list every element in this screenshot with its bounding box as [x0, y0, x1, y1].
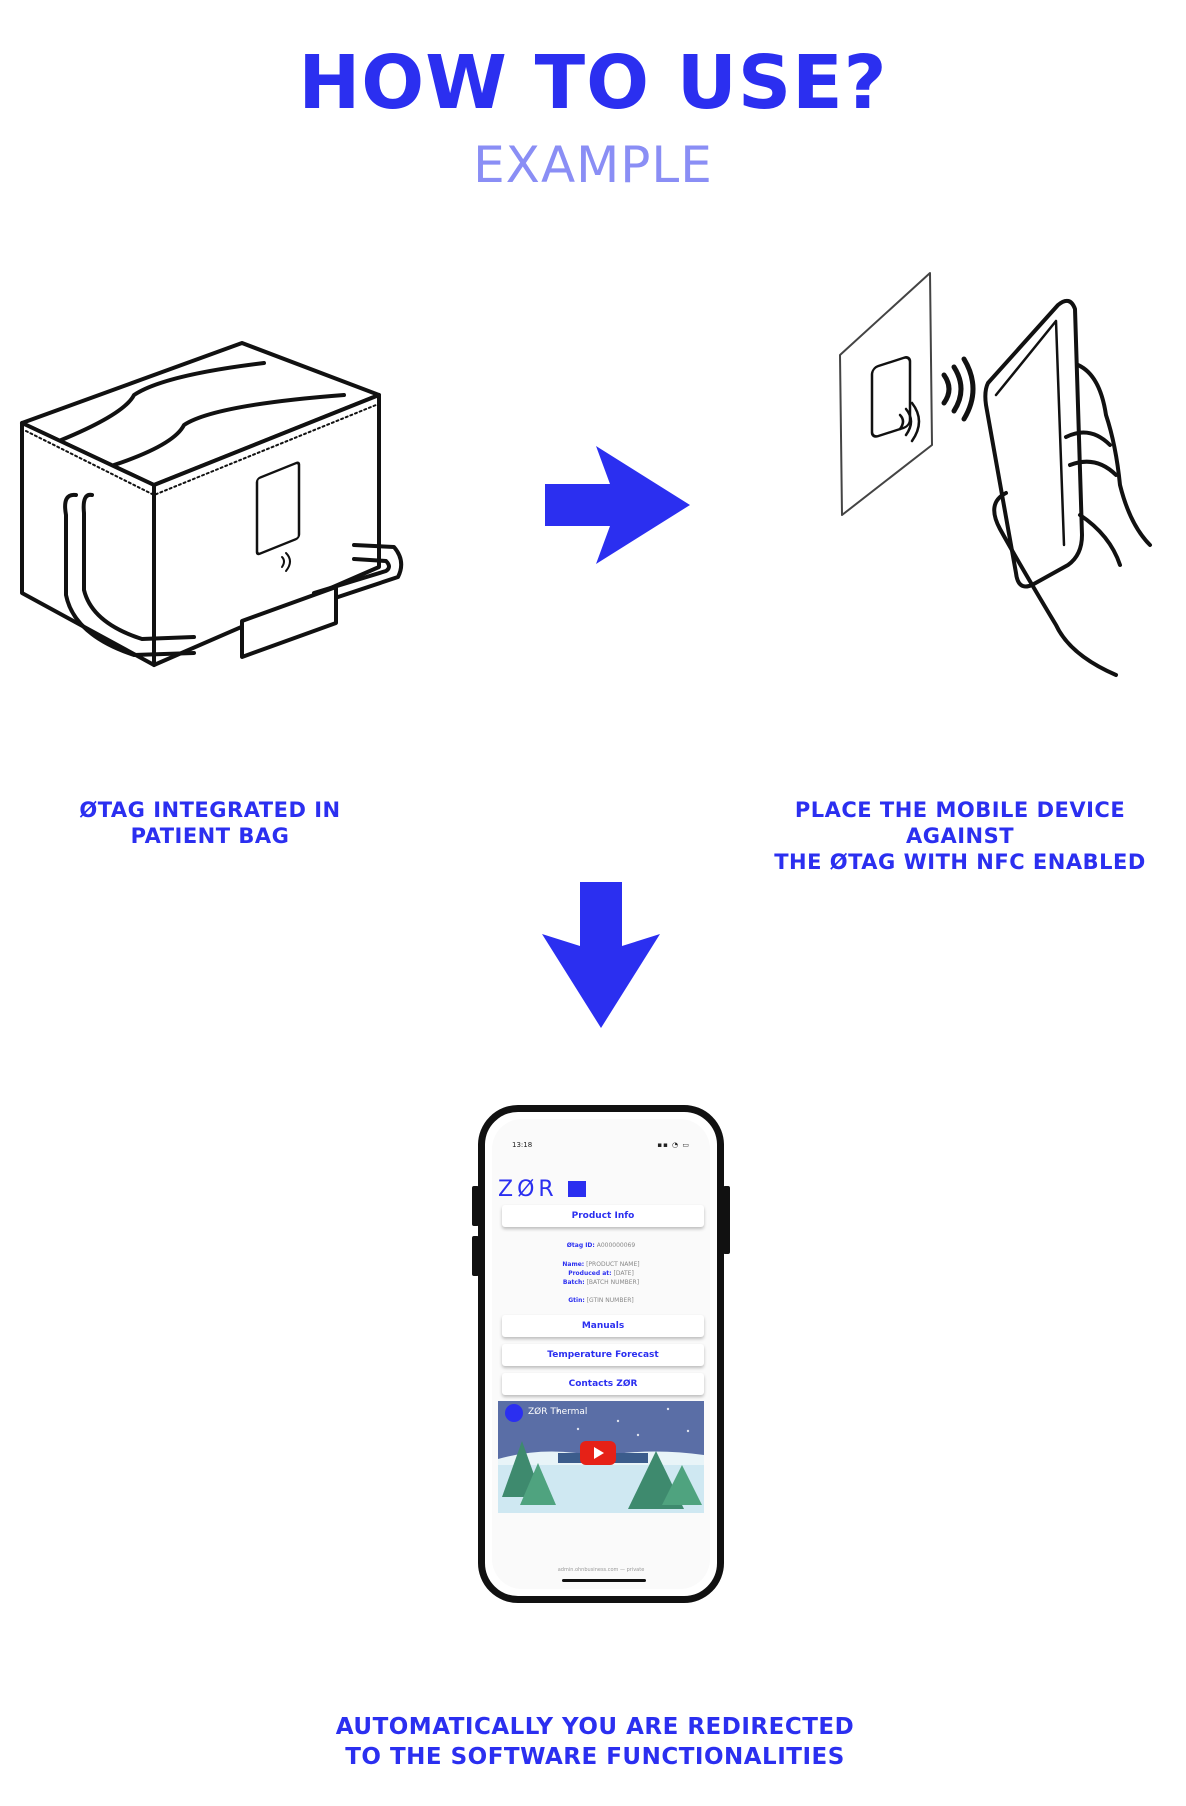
zor-logo-square [568, 1181, 586, 1197]
video-scene-illustration [498, 1401, 704, 1513]
smartphone-mockup: 13:18 ▪▪ ◔ ▭ ZØR Product Info Øtag ID: A… [478, 1105, 724, 1603]
arrow-down-icon [542, 882, 660, 1028]
step1-caption: ØTAG INTEGRATED IN PATIENT BAG [60, 797, 360, 849]
step2-caption: PLACE THE MOBILE DEVICE AGAINST THE ØTAG… [740, 797, 1180, 875]
video-title: ZØR Thermal [528, 1407, 588, 1417]
step1-caption-line1: ØTAG INTEGRATED IN [79, 798, 341, 822]
phone-side-button [472, 1186, 479, 1226]
phone-tap-illustration [839, 272, 1152, 677]
gtin-row: Gtin: [GTIN NUMBER] [568, 1297, 634, 1304]
step3-caption: AUTOMATICALLY YOU ARE REDIRECTED TO THE … [290, 1712, 900, 1772]
patient-bag-illustration [20, 341, 404, 667]
status-icons: ▪▪ ◔ ▭ [657, 1141, 690, 1149]
phone-side-button [723, 1186, 730, 1254]
arrow-right-icon [545, 446, 690, 564]
page-title: HOW TO USE? [298, 40, 888, 126]
product-info-button[interactable]: Product Info [502, 1205, 704, 1227]
step1-caption-line2: PATIENT BAG [130, 824, 290, 848]
manuals-button[interactable]: Manuals [502, 1315, 704, 1337]
browser-url-bar[interactable]: admin.ohnbusiness.com — private [557, 1567, 645, 1573]
home-indicator [562, 1579, 646, 1582]
zor-logo: ZØR [498, 1177, 558, 1202]
step2-caption-line1: PLACE THE MOBILE DEVICE AGAINST [794, 798, 1126, 848]
batch-row: Batch: [BATCH NUMBER] [562, 1279, 640, 1286]
nfc-icon [898, 401, 921, 443]
step2-caption-line2: THE ØTAG WITH NFC ENABLED [774, 850, 1146, 874]
produced-at-row: Produced at: [DATE] [568, 1270, 634, 1277]
product-name-row: Name: [PRODUCT NAME] [562, 1261, 640, 1268]
contacts-button[interactable]: Contacts ZØR [502, 1373, 704, 1395]
tag-id-row: Øtag ID: A000000069 [566, 1242, 636, 1249]
video-thumbnail[interactable]: ZØR Thermal [498, 1401, 704, 1513]
page-subtitle: EXAMPLE [473, 136, 713, 194]
temperature-forecast-button[interactable]: Temperature Forecast [502, 1344, 704, 1366]
status-time: 13:18 [512, 1141, 533, 1149]
phone-screen: 13:18 ▪▪ ◔ ▭ ZØR Product Info Øtag ID: A… [492, 1119, 710, 1589]
status-bar: 13:18 ▪▪ ◔ ▭ [512, 1141, 690, 1151]
step3-caption-line2: TO THE SOFTWARE FUNCTIONALITIES [345, 1744, 845, 1770]
phone-side-button [472, 1236, 479, 1276]
step3-caption-line1: AUTOMATICALLY YOU ARE REDIRECTED [335, 1714, 855, 1740]
play-icon [594, 1447, 604, 1459]
